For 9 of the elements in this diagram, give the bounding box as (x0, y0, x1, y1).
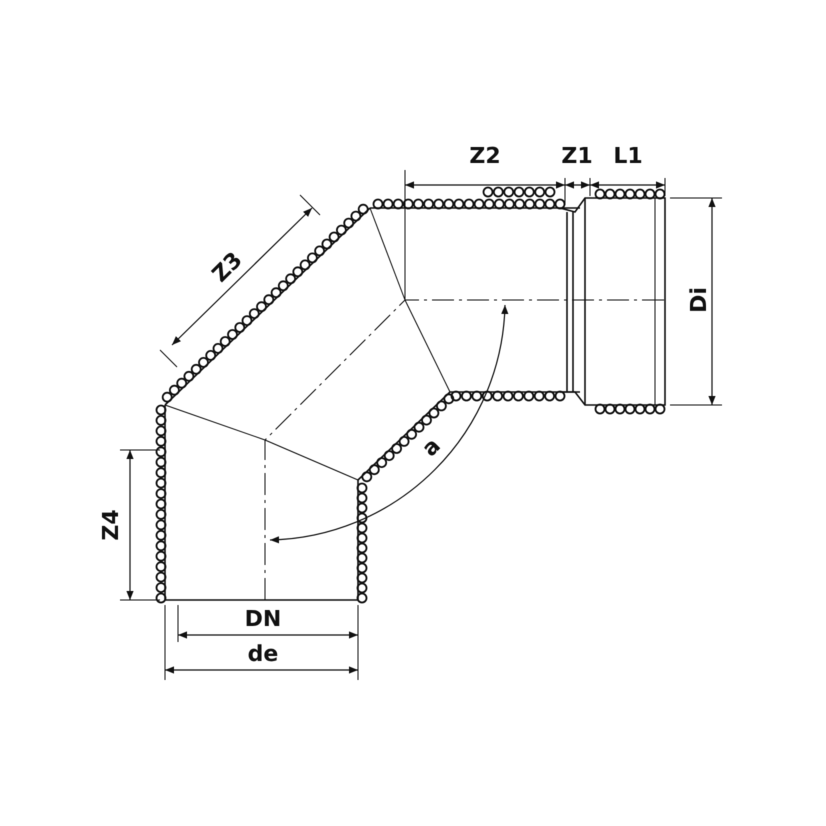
dimension-label: Z2 (469, 146, 501, 168)
dimension-label: Z3 (209, 249, 247, 287)
dimension-label: DN (244, 609, 282, 631)
dimension-label: de (248, 644, 278, 666)
dimension-label: Z4 (101, 509, 123, 541)
dimension-label: Di (689, 287, 711, 313)
angle-label: a (418, 434, 446, 462)
dimension-label: L1 (613, 146, 643, 168)
dimension-label: Z1 (561, 146, 593, 168)
